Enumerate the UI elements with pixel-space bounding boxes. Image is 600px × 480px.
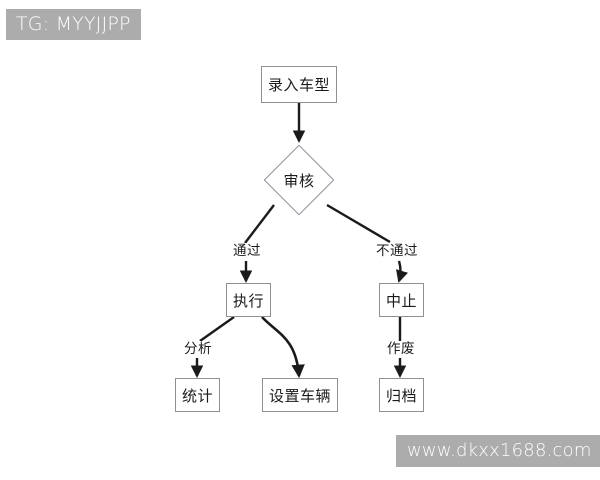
edge-label-void: 作废 [386, 341, 416, 358]
edge-execute-analysis-diagonal [199, 316, 235, 342]
node-terminate-label: 中止 [385, 291, 417, 310]
node-setvehicle[interactable]: 设置车辆 [262, 378, 338, 412]
node-execute[interactable]: 执行 [226, 283, 271, 317]
edge-label-fail: 不通过 [375, 243, 419, 260]
edge-execute-setvehicle [261, 316, 305, 379]
node-statistics-label: 统计 [181, 386, 213, 405]
edge-review-fail-diagonal [326, 203, 391, 244]
node-entry-label: 录入车型 [267, 76, 330, 94]
node-review-label-wrap: 审核 [266, 165, 332, 195]
edge-label-analysis: 分析 [183, 341, 213, 358]
node-statistics[interactable]: 统计 [175, 378, 220, 412]
edge-review-pass-diagonal [244, 204, 275, 244]
node-archive-label: 归档 [385, 386, 417, 405]
node-execute-label: 执行 [232, 291, 264, 310]
watermark-bottom-right: www.dkxx1688.com [396, 435, 600, 467]
edge-fail-terminate [396, 260, 408, 283]
edge-label-pass: 通过 [232, 243, 262, 260]
node-archive[interactable]: 归档 [379, 378, 424, 412]
node-setvehicle-label: 设置车辆 [268, 386, 331, 405]
node-review-label: 审核 [283, 171, 315, 190]
node-terminate[interactable]: 中止 [379, 283, 424, 317]
watermark-top-left: TG: MYYJJPP [6, 9, 141, 40]
node-entry[interactable]: 录入车型 [261, 66, 337, 103]
